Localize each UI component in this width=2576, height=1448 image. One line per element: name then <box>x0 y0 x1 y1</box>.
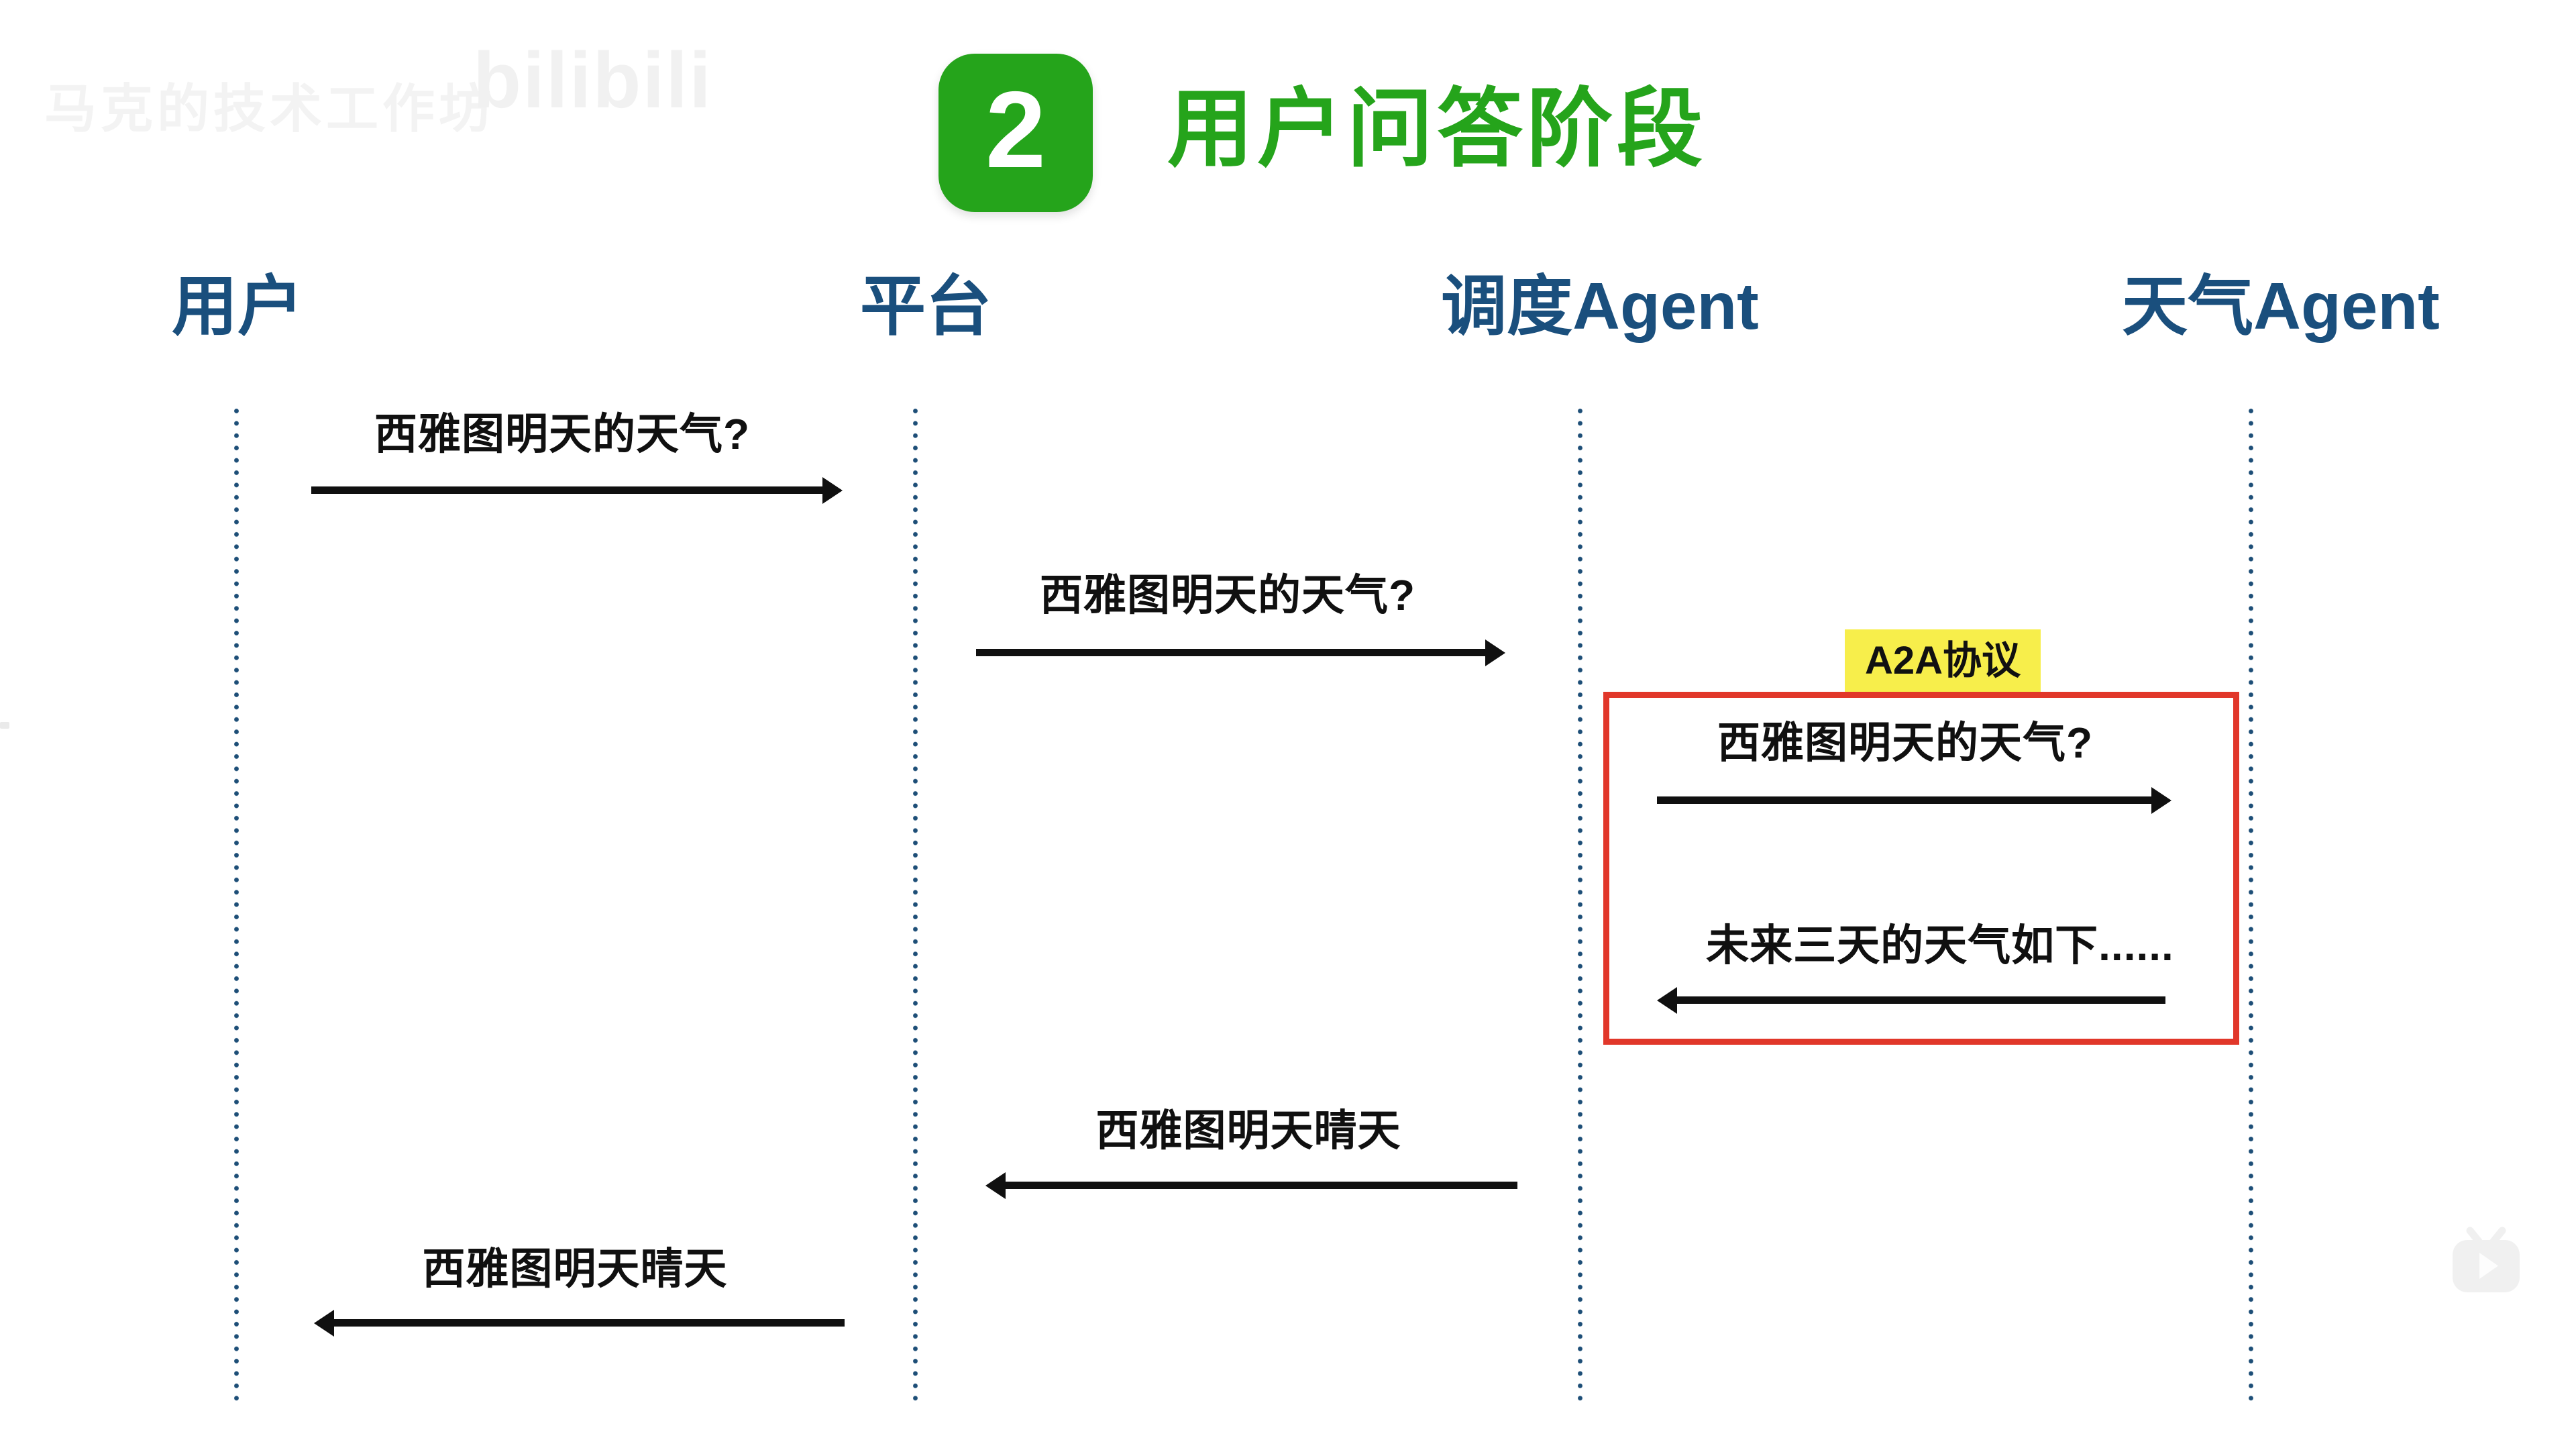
message-2-label: 西雅图明天的天气? <box>1039 571 1416 619</box>
step-badge: 2 <box>938 54 1093 212</box>
watermark-studio-text: 马克的技术工作坊 <box>44 79 496 138</box>
lifeline-dispatch-agent <box>1578 408 1582 1404</box>
page-title: 用户问答阶段 <box>1167 81 1707 177</box>
actor-label-dispatch-agent: 调度Agent <box>1441 269 1759 343</box>
message-5-arrow <box>1005 1182 1517 1189</box>
message-4-arrow <box>1676 996 2165 1004</box>
actor-label-user: 用户 <box>171 269 304 343</box>
message-2-arrow <box>976 649 1486 656</box>
message-6-label: 西雅图明天晴天 <box>422 1245 728 1293</box>
lifeline-user <box>234 408 239 1404</box>
step-number: 2 <box>985 69 1046 191</box>
message-3-label: 西雅图明天的天气? <box>1717 719 2094 767</box>
message-5-label: 西雅图明天晴天 <box>1095 1106 1401 1155</box>
message-1-label: 西雅图明天的天气? <box>374 410 751 458</box>
message-4-label: 未来三天的天气如下...... <box>1706 921 2174 970</box>
message-3-arrow <box>1657 796 2152 804</box>
edge-artifact <box>0 722 9 729</box>
message-1-arrow <box>311 486 823 494</box>
bilibili-play-icon <box>2449 1225 2524 1301</box>
actor-label-platform: 平台 <box>859 269 992 343</box>
a2a-group-box <box>1603 692 2239 1045</box>
lifeline-platform <box>913 408 918 1404</box>
bilibili-logo-text: bilibili <box>473 36 712 125</box>
actor-label-weather-agent: 天气Agent <box>2122 269 2440 343</box>
a2a-protocol-badge: A2A协议 <box>1845 629 2041 692</box>
lifeline-weather-agent <box>2249 408 2253 1404</box>
message-6-arrow <box>333 1319 845 1327</box>
